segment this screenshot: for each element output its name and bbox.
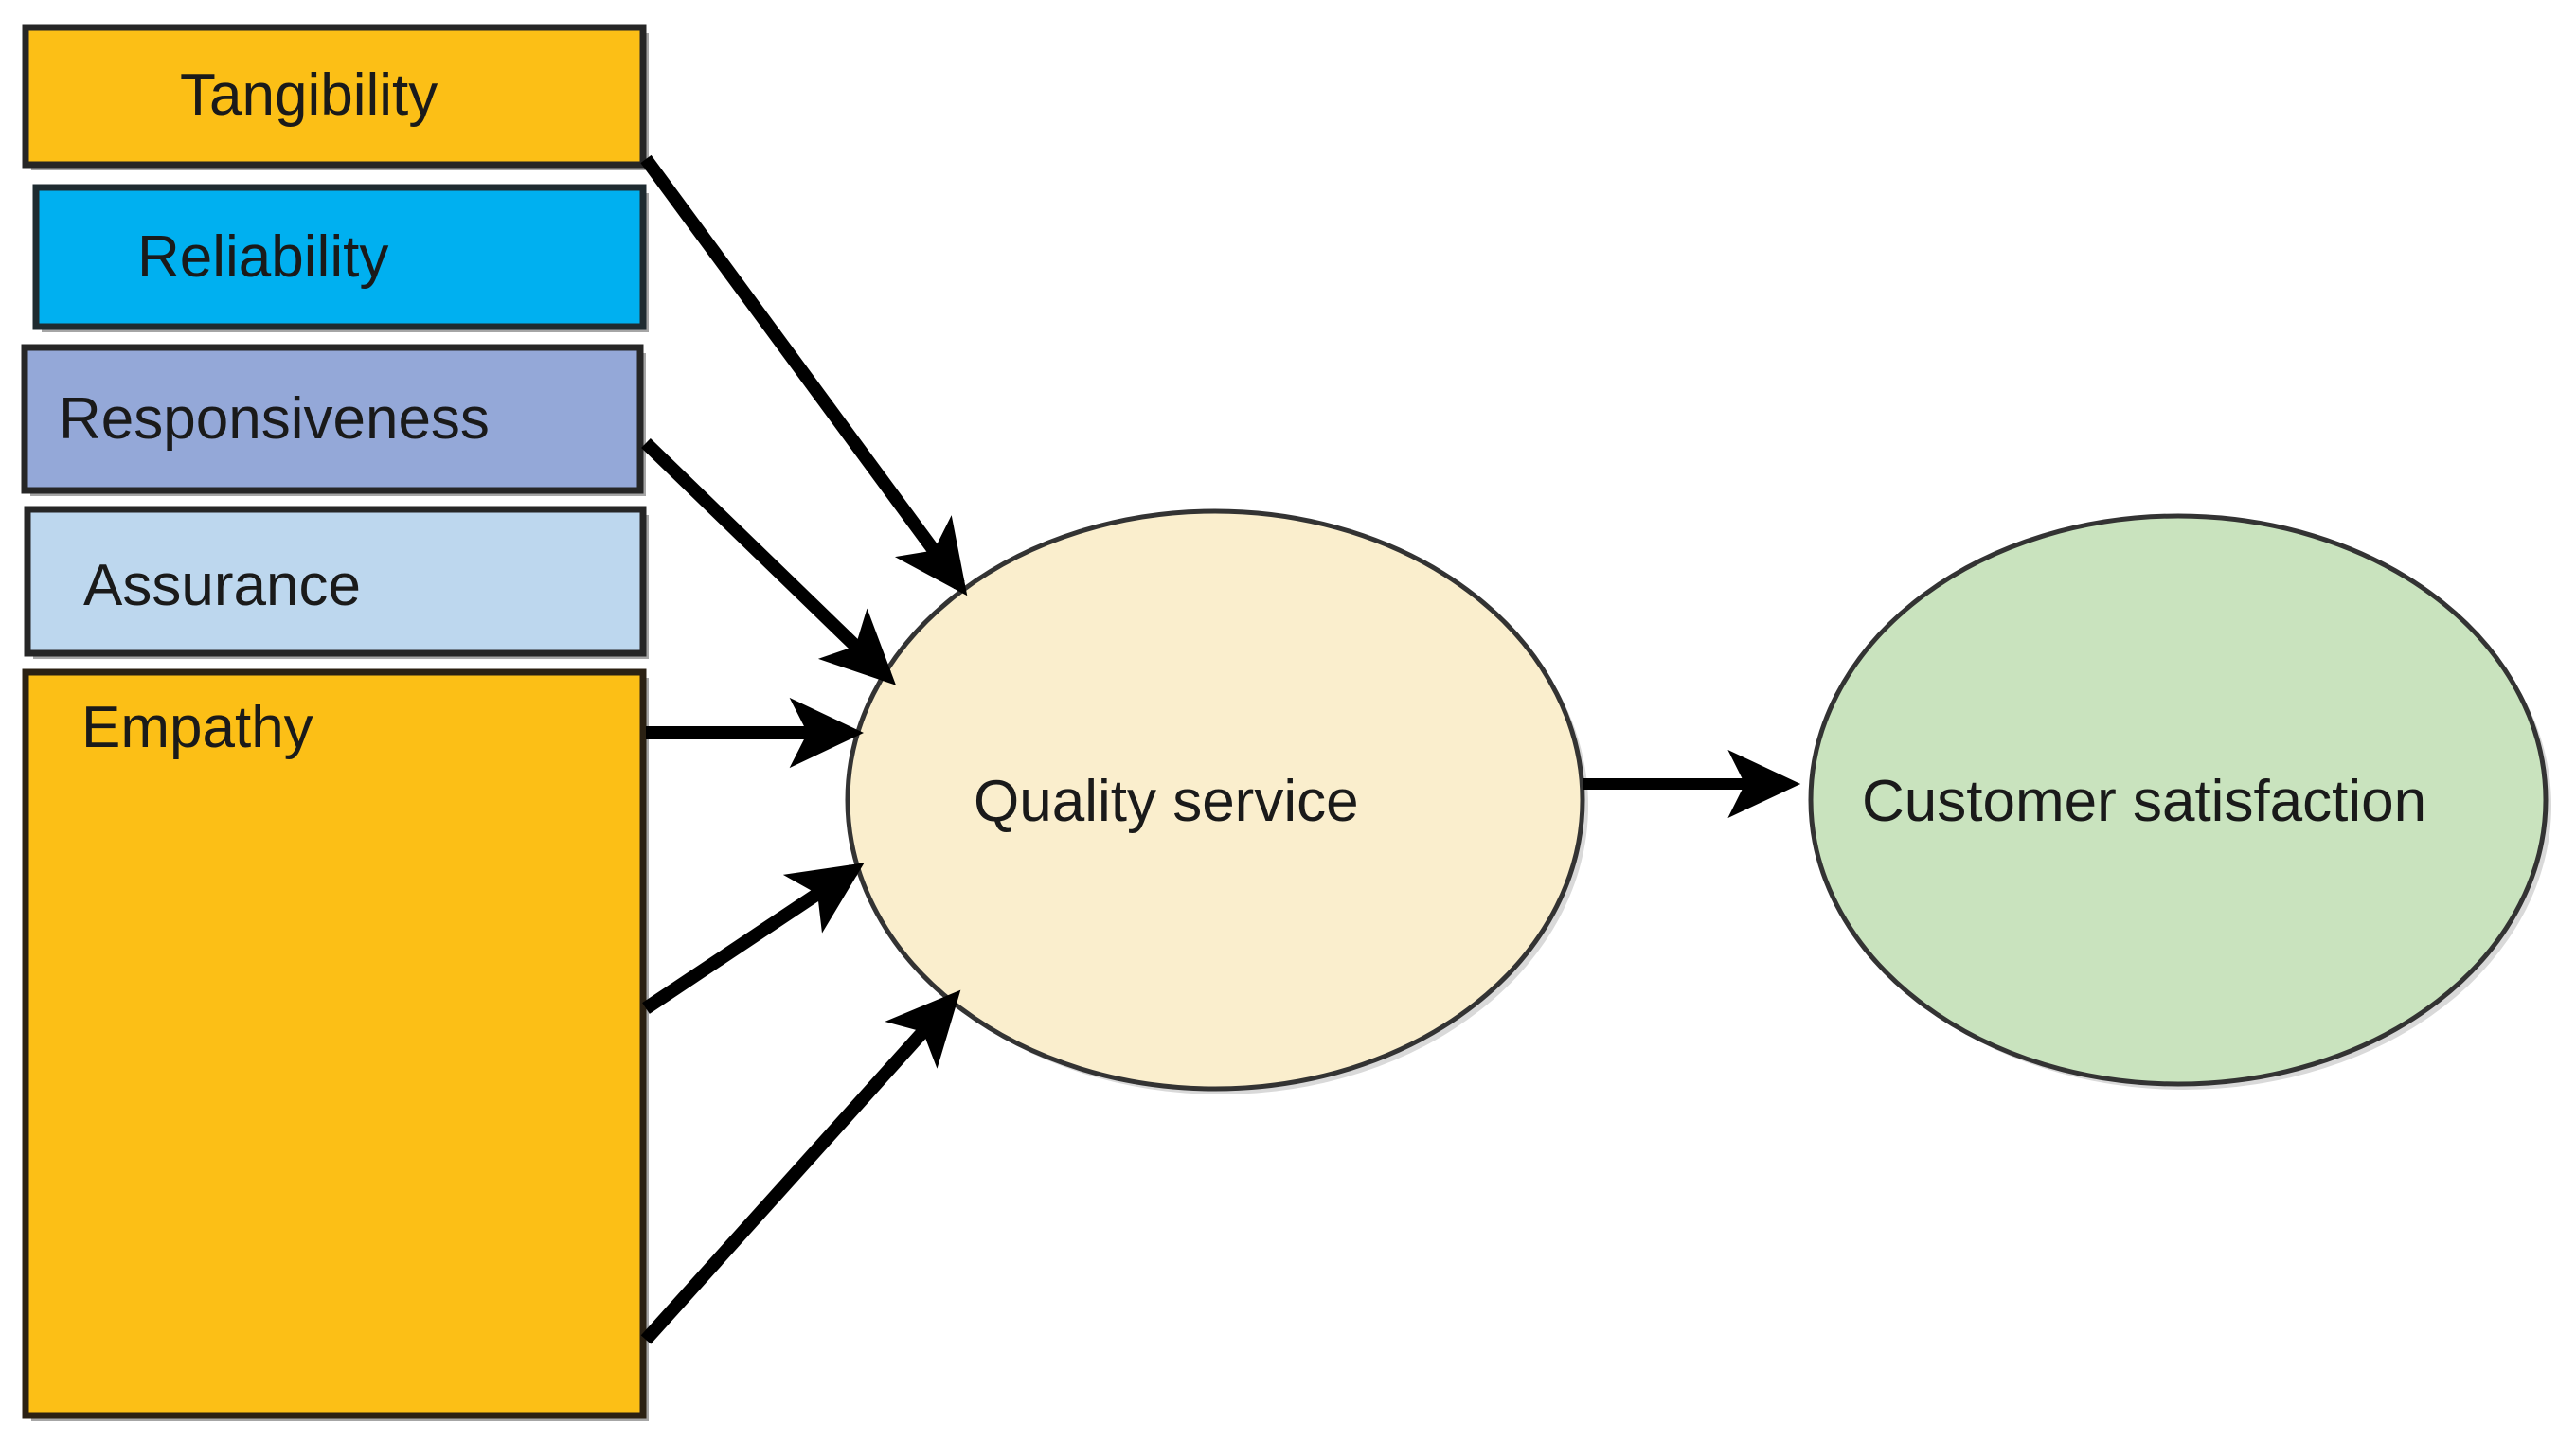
box-assurance[interactable] (24, 506, 647, 657)
ellipse-quality-service[interactable] (845, 508, 1585, 1092)
arrow-layer (640, 154, 1801, 1344)
ellipse-customer-satisfaction[interactable] (1808, 513, 2549, 1087)
arrow-reliability-to-quality (641, 437, 897, 685)
box-empathy[interactable] (22, 668, 647, 1419)
box-reliability[interactable] (32, 184, 647, 330)
arrow-assurance-to-quality (642, 863, 865, 1014)
arrow-tangibility-to-quality (640, 154, 968, 596)
box-responsiveness[interactable] (21, 344, 644, 494)
arrow-empathy-to-quality (640, 989, 961, 1344)
box-tangibility[interactable] (22, 24, 647, 169)
